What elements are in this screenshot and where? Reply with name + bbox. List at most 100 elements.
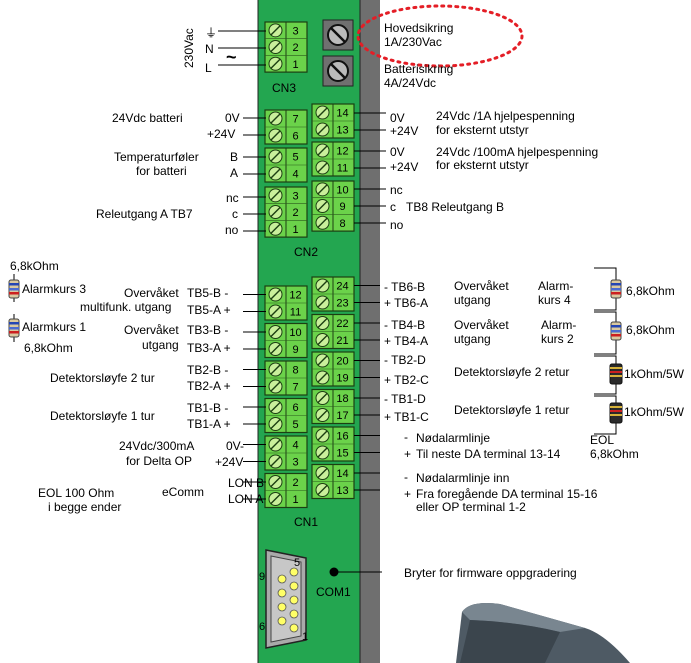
cn1-rsignal-24: - TB6-B: [384, 280, 425, 294]
resistor-alarm4: [610, 279, 622, 299]
cn1-rsignal-16: -: [404, 430, 408, 444]
firmware-switch-label: Bryter for firmware oppgradering: [404, 566, 577, 580]
cn1-l5-screw-3[interactable]: [268, 454, 283, 469]
cn2-l3-screw-1[interactable]: [268, 221, 283, 236]
cn2-l1-screw-7[interactable]: [268, 111, 283, 126]
cn3-screw-3[interactable]: [268, 23, 283, 38]
cn1-l6-screw-2[interactable]: [268, 475, 283, 489]
cn2-r1-screw-14[interactable]: [315, 105, 330, 120]
cn2-l3-screw-2[interactable]: [268, 205, 283, 220]
cn2-r1-screw-13[interactable]: [315, 122, 330, 137]
cn2-l2-screw-5[interactable]: [268, 149, 283, 164]
cn1-l1-screw-12[interactable]: [268, 287, 283, 302]
cn1-signal-10: TB3-B -: [187, 323, 228, 337]
cn1-signal-6: TB1-B -: [187, 401, 228, 415]
cn1-emerg-in-2: Fra foregående DA terminal 15-16: [416, 487, 598, 501]
cn1-r1-screw-23[interactable]: [315, 295, 330, 310]
cn1-l2-screw-10[interactable]: [268, 325, 283, 339]
cn1-r4-screw-17[interactable]: [315, 408, 330, 422]
cn1-loop2-label: Detektorsløyfe 2 tur: [50, 371, 155, 385]
cn1-rsignal-19: + TB2-C: [384, 373, 429, 387]
cn1-r5-screw-15[interactable]: [315, 445, 330, 460]
cn2-rsignal-10: nc: [390, 183, 403, 197]
cn1-l4-screw-6[interactable]: [268, 400, 283, 414]
cn1-rsignal-20: - TB2-D: [384, 353, 426, 367]
com1-pin-label-9: 9: [259, 571, 265, 583]
cn1-r3-screw-19[interactable]: [315, 370, 330, 385]
cn2-signal-2: c: [232, 207, 238, 221]
cn1-r2-screw-22[interactable]: [315, 316, 330, 330]
cn1-eol-right-2: 6,8kOhm: [590, 447, 639, 461]
cn3-screw-1[interactable]: [268, 56, 283, 71]
cn1-l2-pin-10: 10: [289, 327, 301, 339]
cn1-r2-screw-21[interactable]: [315, 333, 330, 347]
battery-fuse-label-2: 4A/24Vdc: [384, 76, 436, 90]
cn2-rsignal-9: c: [390, 200, 396, 214]
cn1-l2-pin-9: 9: [292, 344, 298, 356]
com1-pin-label-5: 5: [294, 557, 300, 569]
cn2-aux1-label-1: 24Vdc /1A hjelpespenning: [436, 109, 575, 123]
cn1-signal-8: TB2-B -: [187, 363, 228, 377]
cn1-l5-pin-4: 4: [292, 440, 298, 452]
cn2-relay-a-label: Releutgang A TB7: [96, 207, 193, 221]
cn1-rsignal-21: + TB4-A: [384, 334, 428, 348]
left-top-resistor-value: 6,8kOhm: [10, 259, 59, 273]
cn2-r3-screw-9[interactable]: [315, 199, 330, 214]
cn1-l2-screw-9[interactable]: [268, 342, 283, 356]
cn2-signal-7: 0V: [225, 111, 240, 125]
cn3-pin-2: 2: [292, 42, 298, 54]
cn1-alarm4-2: kurs 4: [538, 293, 571, 307]
com1-name: COM1: [316, 585, 351, 599]
alarm4-resistor-value: 6,8kOhm: [626, 284, 675, 298]
cn3-signal-l: L: [205, 61, 212, 75]
cn1-l3-screw-8[interactable]: [268, 362, 283, 377]
main-fuse-label-2: 1A/230Vac: [384, 35, 442, 49]
cn1-r5-screw-16[interactable]: [315, 428, 330, 443]
cn1-l3-screw-7[interactable]: [268, 379, 283, 394]
com1-pin: [289, 623, 299, 633]
cn2-r3-screw-10[interactable]: [315, 182, 330, 197]
cn1-emerg-out-2: Til neste DA terminal 13-14: [416, 447, 561, 461]
cn2-rsignal-13: +24V: [390, 124, 418, 138]
cn2-l3-pin-3: 3: [292, 190, 298, 202]
cn1-signal-7: TB2-A +: [187, 379, 231, 393]
cn1-rsignal-13: +: [404, 487, 411, 501]
cn1-l5-screw-4[interactable]: [268, 437, 283, 452]
cn3-tilde: ~: [226, 47, 237, 67]
cn1-r3-pin-20: 20: [336, 356, 348, 368]
cn2-l2-screw-4[interactable]: [268, 166, 283, 181]
battery-fuse[interactable]: [322, 55, 354, 87]
cn2-l3-pin-1: 1: [292, 224, 298, 236]
resistor-loop1: [609, 402, 623, 424]
cn1-signal-11: TB5-A +: [187, 303, 231, 317]
cn1-eol-right-1: EOL: [590, 433, 614, 447]
cn1-r3-screw-20[interactable]: [315, 353, 330, 368]
cn1-rsignal-22: - TB4-B: [384, 318, 425, 332]
cn1-r6-screw-13[interactable]: [315, 483, 330, 497]
cn3-screw-2[interactable]: [268, 40, 283, 55]
com1-pin-label-1: 1: [302, 631, 308, 643]
cn1-monitored-a-2: multifunk. utgang: [80, 300, 171, 314]
cn1-rsignal-17: + TB1-C: [384, 410, 429, 424]
cn2-l3-screw-3[interactable]: [268, 188, 283, 203]
cn1-r4-screw-18[interactable]: [315, 391, 330, 405]
cn2-r3-pin-9: 9: [339, 201, 345, 213]
cn1-eol-1: EOL 100 Ohm: [38, 486, 114, 500]
cn1-rsignal-15: +: [404, 447, 411, 461]
resistor-alarm2: [610, 321, 622, 341]
cn1-l6-screw-1[interactable]: [268, 492, 283, 506]
cn2-r2-screw-12[interactable]: [315, 143, 330, 158]
cn2-r3-screw-8[interactable]: [315, 215, 330, 230]
cn1-l4-screw-5[interactable]: [268, 417, 283, 431]
cn1-r1-screw-24[interactable]: [315, 278, 330, 293]
cn1-monitored-a-1: Overvåket: [124, 286, 179, 300]
cn2-l1-screw-6[interactable]: [268, 128, 283, 143]
cn1-r6-screw-14[interactable]: [315, 466, 330, 480]
cn2-r2-screw-11[interactable]: [315, 160, 330, 175]
main-fuse[interactable]: [322, 19, 354, 51]
com1-pin: [277, 616, 287, 626]
cn1-l1-screw-11[interactable]: [268, 304, 283, 319]
cn1-r1-pin-24: 24: [336, 281, 348, 293]
cn2-temp-label-2: for batteri: [136, 164, 187, 178]
